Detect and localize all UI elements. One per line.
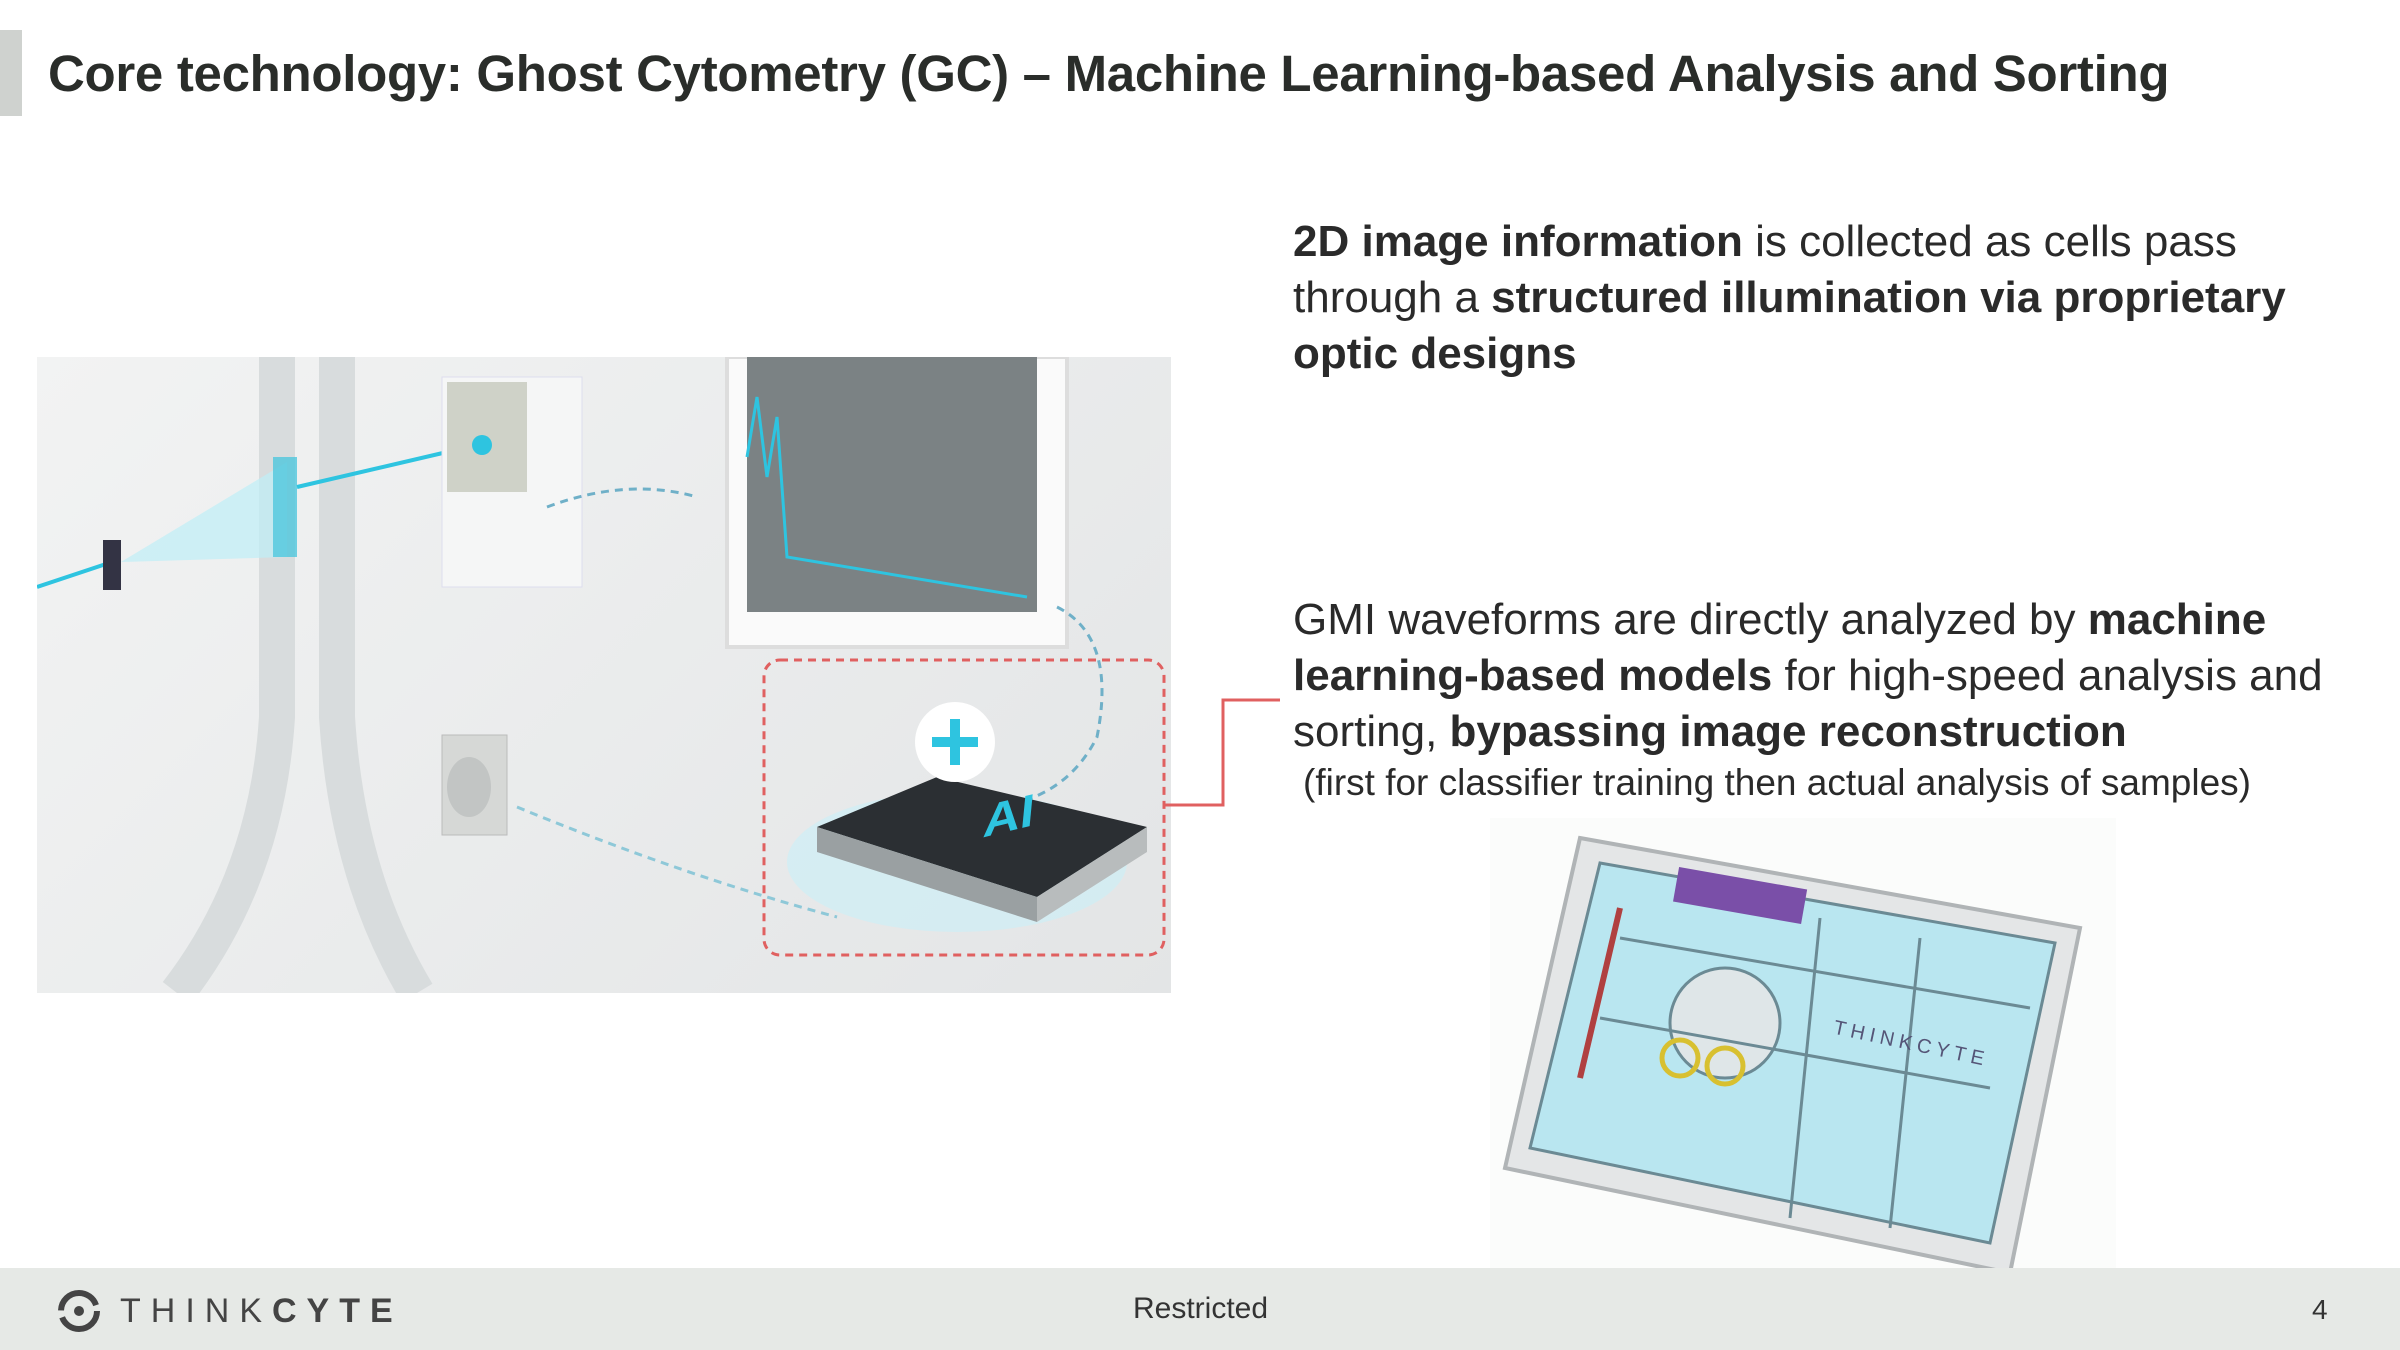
page-number: 4	[2312, 1294, 2328, 1325]
footer-bar	[0, 1268, 2400, 1350]
title-accent-bar	[0, 30, 22, 116]
point-ml-note: (first for classifier training then actu…	[1303, 762, 2251, 803]
cartridge-image: THINKCYTE	[1490, 818, 2116, 1288]
emphasis-2d-image: 2D image information	[1293, 217, 1743, 266]
point-ml-analysis: GMI waveforms are directly analyzed by m…	[1293, 592, 2373, 760]
thinkcyte-logo: THINKCYTE	[56, 1288, 403, 1334]
thinkcyte-logo-icon	[58, 1290, 100, 1332]
emphasis-illumination: structured illumination via proprietary …	[1293, 273, 2286, 378]
logo-text-light: THINK	[120, 1291, 272, 1330]
text: for high-speed analysis and sorting,	[1293, 651, 2323, 756]
point-structured-illumination: 2D image information is collected as cel…	[1293, 214, 2353, 382]
cartridge-graphic	[1502, 835, 2083, 1276]
text: is collected as cells pass through a	[1293, 217, 2237, 322]
gc-illustration: AI	[37, 357, 1171, 993]
logo-wordmark: THINKCYTE	[120, 1292, 403, 1331]
logo-text-bold: CYTE	[272, 1291, 403, 1330]
slide-title: Core technology: Ghost Cytometry (GC) – …	[48, 45, 2170, 102]
optics-diagram-graphic	[37, 357, 1166, 993]
text: GMI waveforms are directly analyzed by	[1293, 595, 2088, 644]
connector-line	[1163, 698, 1280, 807]
emphasis-bypass: bypassing image reconstruction	[1449, 707, 2127, 756]
emphasis-ml-models: machine learning-based models	[1293, 595, 2267, 700]
classification-label: Restricted	[1133, 1292, 1269, 1325]
